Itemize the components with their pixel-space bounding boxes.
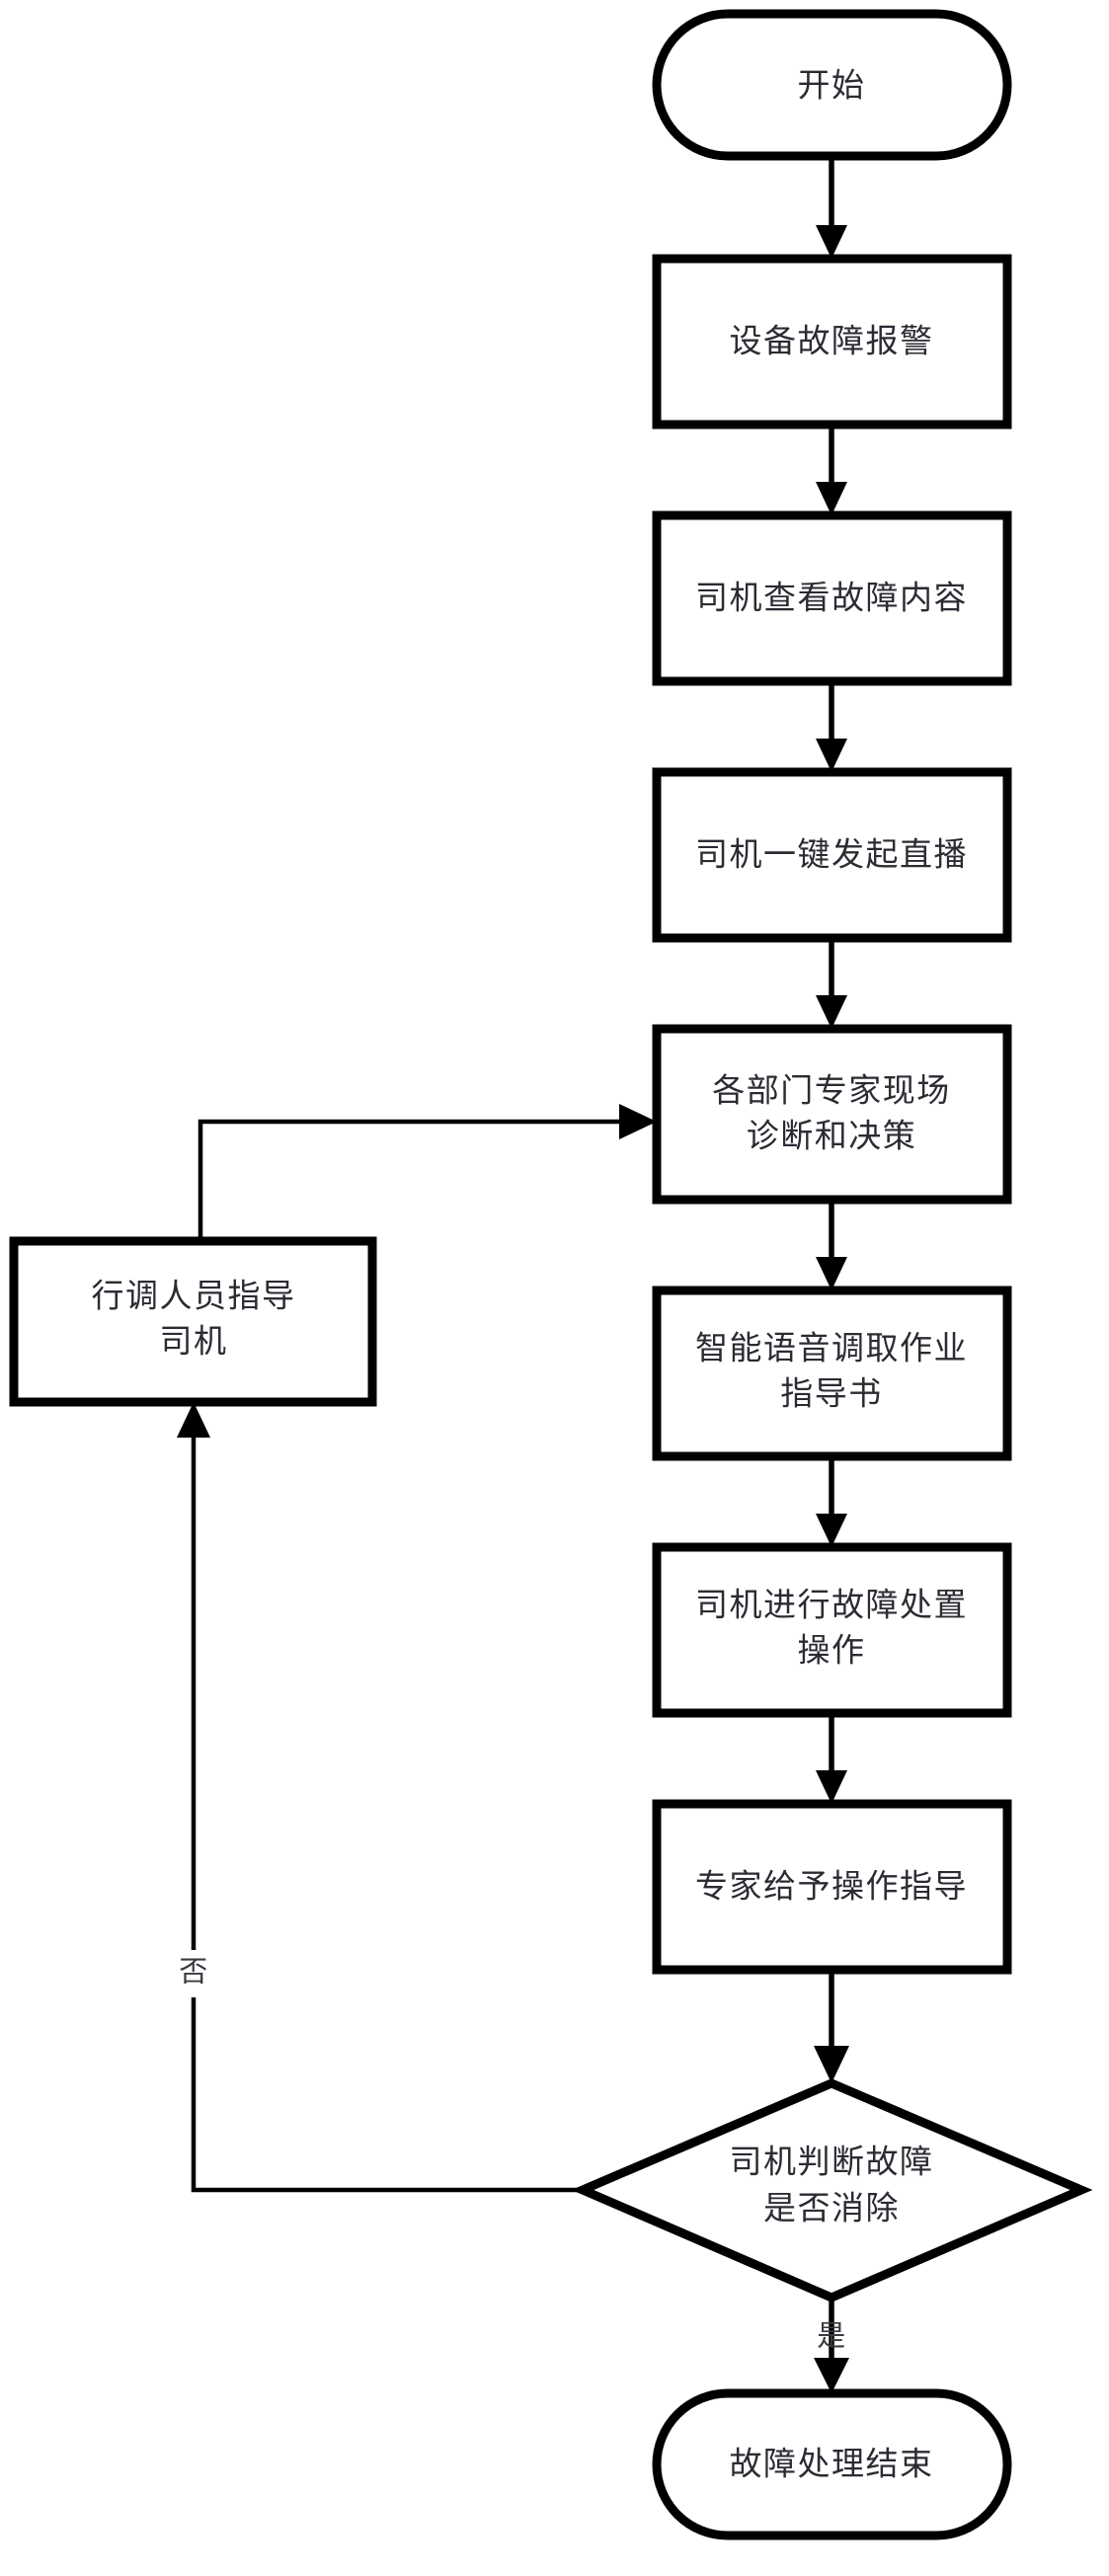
node-driver-fix-line2: 操作 (798, 1632, 866, 1669)
node-alarm[interactable]: 设备故障报警 (652, 254, 1012, 429)
edge-view-fault-to-start-live (816, 681, 847, 772)
node-voice-manual[interactable]: 智能语音调取作业 指导书 (652, 1286, 1012, 1461)
no-label-backdrop (170, 1950, 217, 1997)
edge-label-yes: 是 (817, 2321, 846, 2353)
edge-start-to-alarm (816, 156, 847, 259)
node-start-live[interactable]: 司机一键发起直播 (652, 767, 1012, 943)
edge-expert-diag-to-voice-manual (816, 1200, 847, 1290)
node-end[interactable]: 故障处理结束 (652, 2388, 1012, 2540)
node-end-label: 故障处理结束 (730, 2446, 934, 2482)
edge-decision-to-dispatcher (177, 1402, 583, 2193)
node-driver-fix-line1: 司机进行故障处置 (695, 1587, 968, 1623)
node-expert-diag-line1: 各部门专家现场 (712, 1072, 951, 1109)
node-expert-diag-line2: 诊断和决策 (747, 1118, 917, 1154)
node-expert-guide-label: 专家给予操作指导 (695, 1868, 968, 1905)
edge-alarm-to-view-fault (816, 425, 847, 515)
node-start-label: 开始 (798, 67, 866, 104)
edge-expert-guide-to-decision (814, 1970, 849, 2083)
edge-voice-manual-to-driver-fix (816, 1456, 847, 1547)
node-dispatcher[interactable]: 行调人员指导 司机 (9, 1236, 377, 1407)
node-alarm-label: 设备故障报警 (730, 323, 934, 359)
node-dispatcher-line2: 司机 (160, 1323, 228, 1360)
edge-dispatcher-to-expert-diag (198, 1104, 657, 1241)
node-voice-manual-line1: 智能语音调取作业 (695, 1330, 968, 1366)
node-driver-fix[interactable]: 司机进行故障处置 操作 (652, 1542, 1012, 1718)
edge-decision-to-end (814, 2298, 849, 2393)
node-decision[interactable]: 司机判断故障 是否消除 (571, 2078, 1093, 2303)
node-voice-manual-line2: 指导书 (780, 1375, 883, 1412)
node-start[interactable]: 开始 (652, 9, 1012, 161)
edge-driver-fix-to-expert-guide (816, 1713, 847, 1804)
node-decision-line2: 是否消除 (763, 2190, 900, 2226)
node-view-fault[interactable]: 司机查看故障内容 (652, 510, 1012, 686)
node-expert-diag[interactable]: 各部门专家现场 诊断和决策 (652, 1024, 1012, 1205)
edge-start-live-to-expert-diag (816, 938, 847, 1029)
edge-label-no-top: 否 (179, 1957, 208, 1989)
node-view-fault-label: 司机查看故障内容 (695, 580, 968, 616)
node-decision-line1: 司机判断故障 (730, 2144, 934, 2180)
node-dispatcher-line1: 行调人员指导 (92, 1278, 296, 1314)
node-start-live-label: 司机一键发起直播 (695, 836, 968, 873)
node-expert-guide[interactable]: 专家给予操作指导 (652, 1799, 1012, 1975)
